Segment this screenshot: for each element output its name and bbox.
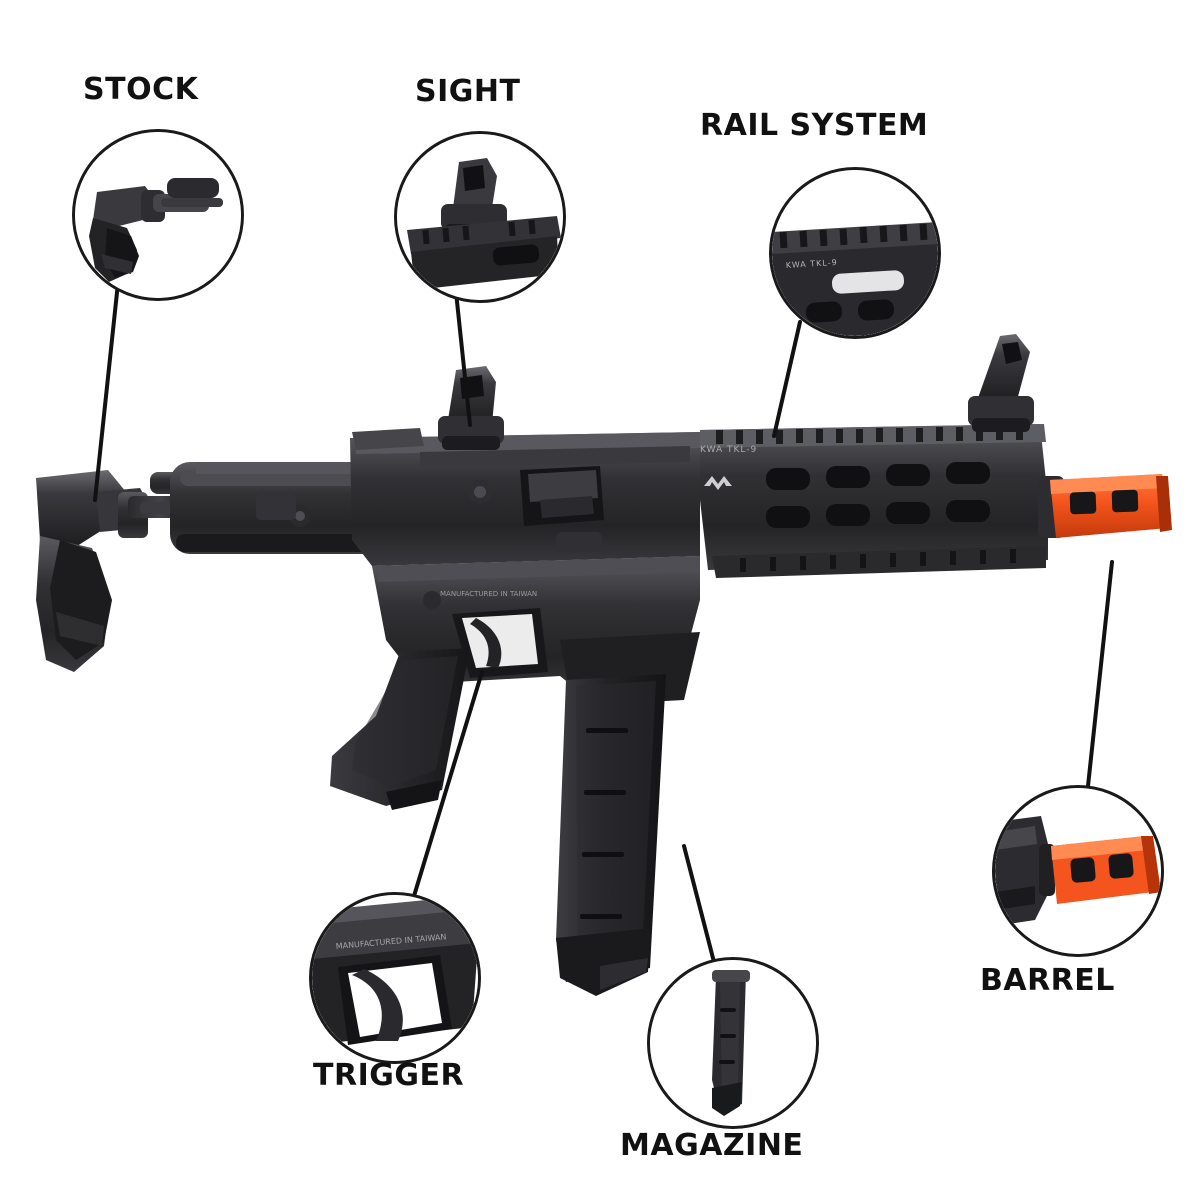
gun-barrel-muzzle-group	[1038, 474, 1172, 538]
callout-bubble-rail-system[interactable]: KWA TKL-9	[769, 167, 941, 339]
callout-bubble-magazine[interactable]	[647, 957, 819, 1129]
leader-line-barrel	[1086, 560, 1114, 788]
callout-bubble-barrel-image	[995, 788, 1161, 954]
callout-bubble-magazine-image	[650, 960, 816, 1126]
callout-label-sight: SIGHT	[415, 74, 521, 109]
svg-text:KWA TKL-9: KWA TKL-9	[700, 445, 757, 455]
callout-bubble-rail-system-image: KWA TKL-9	[772, 170, 938, 336]
gun-lower-receiver-group: MANUFACTURED IN TAIWAN	[372, 556, 700, 706]
callout-bubble-stock-image	[75, 132, 241, 298]
callout-bubble-trigger[interactable]: MANUFACTURED IN TAIWAN	[309, 892, 481, 1064]
callout-bubble-barrel[interactable]	[992, 785, 1164, 957]
leader-line-magazine	[682, 844, 716, 964]
callout-bubble-sight[interactable]	[394, 131, 566, 303]
gun-upper-receiver-group	[350, 428, 700, 566]
gun-front-sight-group	[968, 334, 1034, 432]
svg-text:MANUFACTURED IN TAIWAN: MANUFACTURED IN TAIWAN	[440, 590, 537, 598]
leader-line-sight	[454, 290, 472, 427]
callout-label-trigger: TRIGGER	[313, 1058, 465, 1093]
leader-line-trigger	[412, 670, 484, 898]
gun-magazine-group	[556, 674, 666, 996]
gun-buffer-tube-group	[170, 462, 400, 554]
gun-stock-group	[36, 470, 280, 672]
leader-line-stock	[93, 281, 120, 502]
callout-label-magazine: MAGAZINE	[620, 1128, 804, 1163]
leader-line-rail-system	[772, 320, 802, 438]
gun-rail-system-group	[700, 424, 1048, 578]
rail-bubble-marking: KWA TKL-9	[786, 258, 838, 270]
gun-pistol-grip-group	[330, 648, 470, 810]
callout-label-barrel: BARREL	[980, 963, 1115, 998]
callout-bubble-stock[interactable]	[72, 129, 244, 301]
callout-bubble-sight-image	[397, 134, 563, 300]
gun-rear-sight-group	[438, 366, 504, 450]
callout-label-rail-system: RAIL SYSTEM	[700, 108, 929, 143]
callout-bubble-trigger-image: MANUFACTURED IN TAIWAN	[312, 895, 478, 1061]
callout-label-stock: STOCK	[83, 72, 199, 107]
